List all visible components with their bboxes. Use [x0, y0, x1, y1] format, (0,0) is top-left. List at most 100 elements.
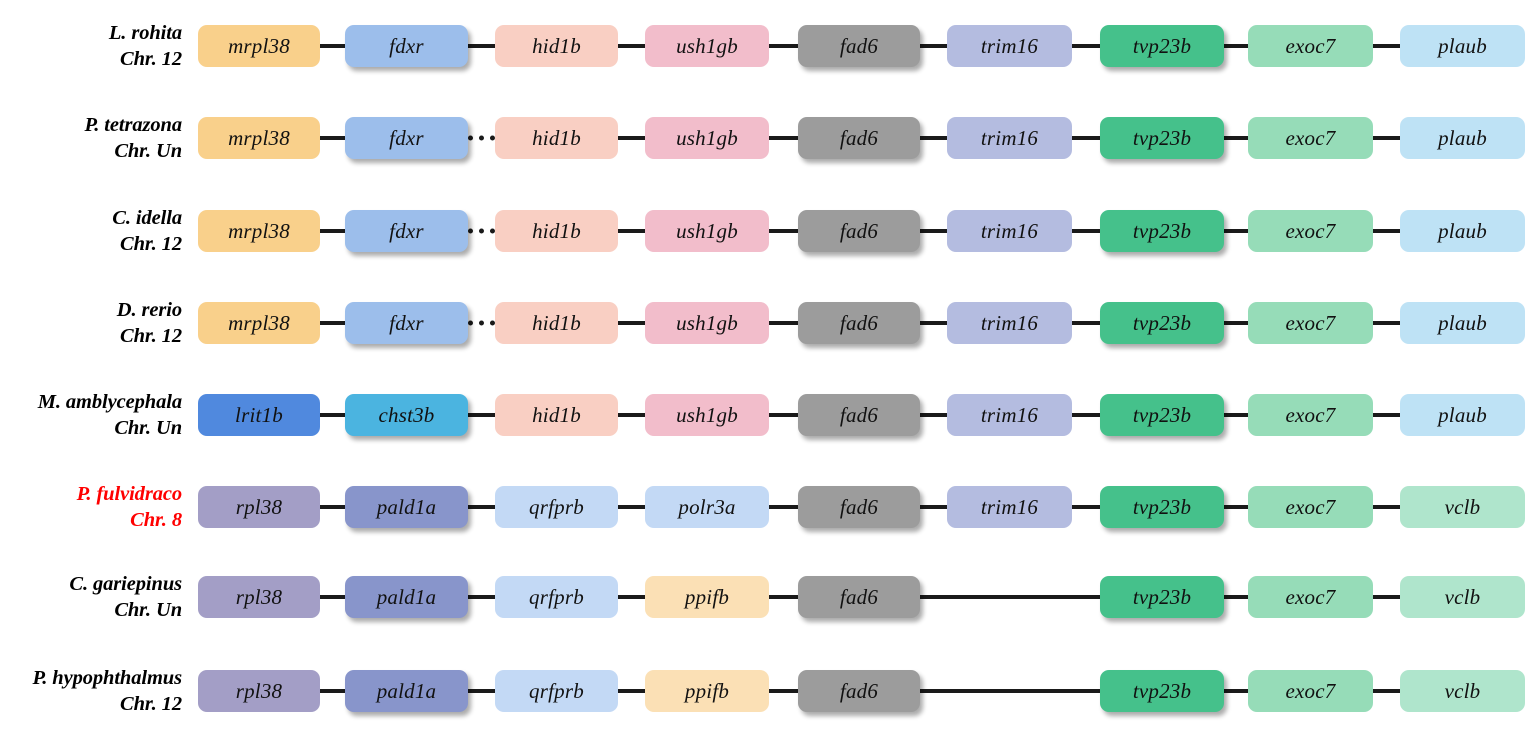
gene-box-hid1b[interactable]: hid1b: [495, 117, 618, 159]
gene-connector: [320, 136, 345, 140]
gene-connector: [769, 413, 798, 417]
gene-box-plaub[interactable]: plaub: [1400, 25, 1525, 67]
gene-connector: [920, 44, 947, 48]
gene-box-polr3a[interactable]: polr3a: [645, 486, 769, 528]
species-name: P. hypophthalmus: [32, 667, 182, 689]
gene-box-fad6[interactable]: fad6: [798, 210, 920, 252]
gene-box-fad6[interactable]: fad6: [798, 670, 920, 712]
gene-box-lrit1b[interactable]: lrit1b: [198, 394, 320, 436]
gene-box-ush1gb[interactable]: ush1gb: [645, 302, 769, 344]
gene-connector: [769, 505, 798, 509]
gene-box-ppifb[interactable]: ppifb: [645, 576, 769, 618]
gene-connector: [920, 689, 1100, 693]
gene-box-fdxr[interactable]: fdxr: [345, 210, 468, 252]
gene-box-tvp23b[interactable]: tvp23b: [1100, 576, 1224, 618]
gene-box-ush1gb[interactable]: ush1gb: [645, 394, 769, 436]
gene-box-exoc7[interactable]: exoc7: [1248, 486, 1373, 528]
gene-box-vclb[interactable]: vclb: [1400, 486, 1525, 528]
gene-box-qrfprb[interactable]: qrfprb: [495, 486, 618, 528]
gene-box-fad6[interactable]: fad6: [798, 394, 920, 436]
gene-box-tvp23b[interactable]: tvp23b: [1100, 25, 1224, 67]
gene-box-fdxr[interactable]: fdxr: [345, 117, 468, 159]
gene-box-ush1gb[interactable]: ush1gb: [645, 117, 769, 159]
gene-box-trim16[interactable]: trim16: [947, 302, 1072, 344]
gene-track: mrpl38 fdxr hid1b ush1gb fad6 trim16 tvp23b exo…: [190, 277, 1535, 369]
gene-box-trim16[interactable]: trim16: [947, 486, 1072, 528]
gene-box-tvp23b[interactable]: tvp23b: [1100, 302, 1224, 344]
gene-box-exoc7[interactable]: exoc7: [1248, 394, 1373, 436]
gene-track: rpl38 pald1a qrfprb polr3a fad6 trim16 tvp23b e…: [190, 461, 1535, 553]
gene-connector: [468, 413, 495, 417]
gene-connector: [618, 595, 645, 599]
gene-box-rpl38[interactable]: rpl38: [198, 576, 320, 618]
gene-connector: [769, 136, 798, 140]
gene-box-plaub[interactable]: plaub: [1400, 210, 1525, 252]
gene-connector: [1373, 136, 1400, 140]
gene-box-mrpl38[interactable]: mrpl38: [198, 210, 320, 252]
gene-connector: [1224, 413, 1248, 417]
gene-connector: [320, 229, 345, 233]
gene-box-plaub[interactable]: plaub: [1400, 117, 1525, 159]
gene-box-rpl38[interactable]: rpl38: [198, 486, 320, 528]
gene-box-trim16[interactable]: trim16: [947, 117, 1072, 159]
gene-connector: [468, 689, 495, 693]
gene-box-trim16[interactable]: trim16: [947, 210, 1072, 252]
gene-box-chst3b[interactable]: chst3b: [345, 394, 468, 436]
gene-box-qrfprb[interactable]: qrfprb: [495, 670, 618, 712]
gene-connector: [920, 595, 1100, 599]
gene-box-fdxr[interactable]: fdxr: [345, 25, 468, 67]
gene-connector: [1373, 413, 1400, 417]
gene-box-tvp23b[interactable]: tvp23b: [1100, 117, 1224, 159]
gene-box-qrfprb[interactable]: qrfprb: [495, 576, 618, 618]
gene-track: lrit1b chst3b hid1b ush1gb fad6 trim16 tvp23b e…: [190, 369, 1535, 461]
gene-box-tvp23b[interactable]: tvp23b: [1100, 670, 1224, 712]
gene-box-plaub[interactable]: plaub: [1400, 394, 1525, 436]
gene-box-ush1gb[interactable]: ush1gb: [645, 25, 769, 67]
gene-box-vclb[interactable]: vclb: [1400, 576, 1525, 618]
gene-box-vclb[interactable]: vclb: [1400, 670, 1525, 712]
gene-box-pald1a[interactable]: pald1a: [345, 670, 468, 712]
gene-box-exoc7[interactable]: exoc7: [1248, 576, 1373, 618]
gene-connector: [1224, 44, 1248, 48]
gene-box-mrpl38[interactable]: mrpl38: [198, 117, 320, 159]
gene-box-mrpl38[interactable]: mrpl38: [198, 302, 320, 344]
gene-connector: [920, 413, 947, 417]
gene-box-fad6[interactable]: fad6: [798, 117, 920, 159]
gene-box-plaub[interactable]: plaub: [1400, 302, 1525, 344]
gene-box-hid1b[interactable]: hid1b: [495, 25, 618, 67]
gene-box-exoc7[interactable]: exoc7: [1248, 670, 1373, 712]
gene-track: mrpl38 fdxr hid1b ush1gb fad6 trim16 tvp23b exo…: [190, 185, 1535, 277]
gene-box-fad6[interactable]: fad6: [798, 25, 920, 67]
gene-box-pald1a[interactable]: pald1a: [345, 486, 468, 528]
gene-connector: [468, 44, 495, 48]
chromosome-label: Chr. 12: [120, 693, 182, 715]
gene-box-hid1b[interactable]: hid1b: [495, 210, 618, 252]
gene-box-fad6[interactable]: fad6: [798, 486, 920, 528]
gene-box-mrpl38[interactable]: mrpl38: [198, 25, 320, 67]
gene-box-fad6[interactable]: fad6: [798, 302, 920, 344]
gene-connector: [920, 229, 947, 233]
gene-box-trim16[interactable]: trim16: [947, 25, 1072, 67]
gene-box-fad6[interactable]: fad6: [798, 576, 920, 618]
gene-connector: [1224, 321, 1248, 325]
species-name: D. rerio: [116, 299, 182, 321]
gene-box-exoc7[interactable]: exoc7: [1248, 302, 1373, 344]
gene-box-exoc7[interactable]: exoc7: [1248, 25, 1373, 67]
gene-box-exoc7[interactable]: exoc7: [1248, 210, 1373, 252]
gene-box-exoc7[interactable]: exoc7: [1248, 117, 1373, 159]
gene-box-tvp23b[interactable]: tvp23b: [1100, 486, 1224, 528]
gene-box-trim16[interactable]: trim16: [947, 394, 1072, 436]
gene-box-hid1b[interactable]: hid1b: [495, 394, 618, 436]
gene-box-pald1a[interactable]: pald1a: [345, 576, 468, 618]
gene-box-ppifb[interactable]: ppifb: [645, 670, 769, 712]
gene-box-rpl38[interactable]: rpl38: [198, 670, 320, 712]
gene-box-ush1gb[interactable]: ush1gb: [645, 210, 769, 252]
gene-box-fdxr[interactable]: fdxr: [345, 302, 468, 344]
gene-box-hid1b[interactable]: hid1b: [495, 302, 618, 344]
gene-box-tvp23b[interactable]: tvp23b: [1100, 210, 1224, 252]
gene-box-tvp23b[interactable]: tvp23b: [1100, 394, 1224, 436]
